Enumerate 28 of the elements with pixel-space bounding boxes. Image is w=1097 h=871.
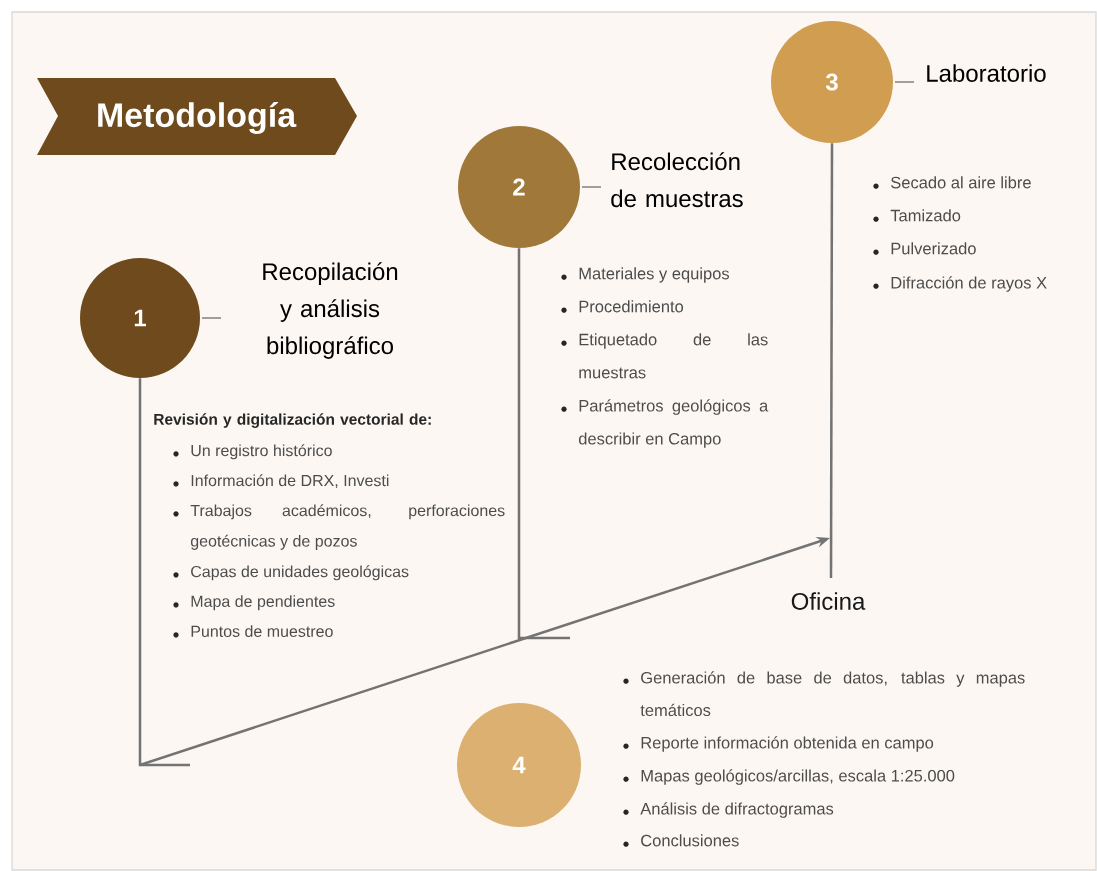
list-item: Procedimiento — [561, 300, 684, 313]
list-item: Mapas geológicos/arcillas, escala 1:25.000 — [623, 769, 955, 785]
list-item: Información de DRX, Investi — [173, 474, 389, 489]
step-heading: Oficina — [791, 592, 866, 610]
list-item: Mapa de pendientes — [173, 595, 335, 611]
list-item: Capas de unidades geológicas — [173, 565, 409, 581]
list-item: Materiales y equipos — [561, 267, 729, 283]
list-item: Parámetros geológicos a describir en Campo — [561, 399, 769, 448]
step-heading: Recopilación y análisis bibliográfico — [263, 262, 398, 359]
list-item: Conclusiones — [623, 834, 739, 847]
step-heading: Recolección de muestras — [611, 152, 743, 208]
list-heading: Revisión y digitalización vectorial de: — [154, 413, 431, 428]
list-item: Pulverizado — [873, 242, 976, 255]
list-item: Trabajos académicos, perforaciones geotécnicas y de pozos — [173, 504, 505, 550]
list-item: Análisis de difractogramas — [623, 802, 834, 818]
list-item: Tamizado — [873, 209, 961, 222]
list-item: Difracción de rayos X — [873, 276, 1047, 292]
stem-line — [829, 143, 834, 578]
list-item: Un registro histórico — [173, 444, 332, 460]
list-item: Reporte información obtenida en campo — [623, 736, 934, 752]
step-heading: Laboratorio — [927, 64, 1046, 82]
stem-line — [138, 378, 190, 767]
list-item: Secado al aire libre — [873, 176, 1031, 189]
title-banner: Metodología — [37, 78, 357, 155]
list-item: Puntos de muestreo — [173, 625, 333, 638]
list-item: Etiquetado de las muestras — [561, 333, 768, 379]
list-item: Generación de base de datos, tablas y mapas temáticos — [623, 671, 1025, 717]
stem-line — [517, 248, 570, 640]
